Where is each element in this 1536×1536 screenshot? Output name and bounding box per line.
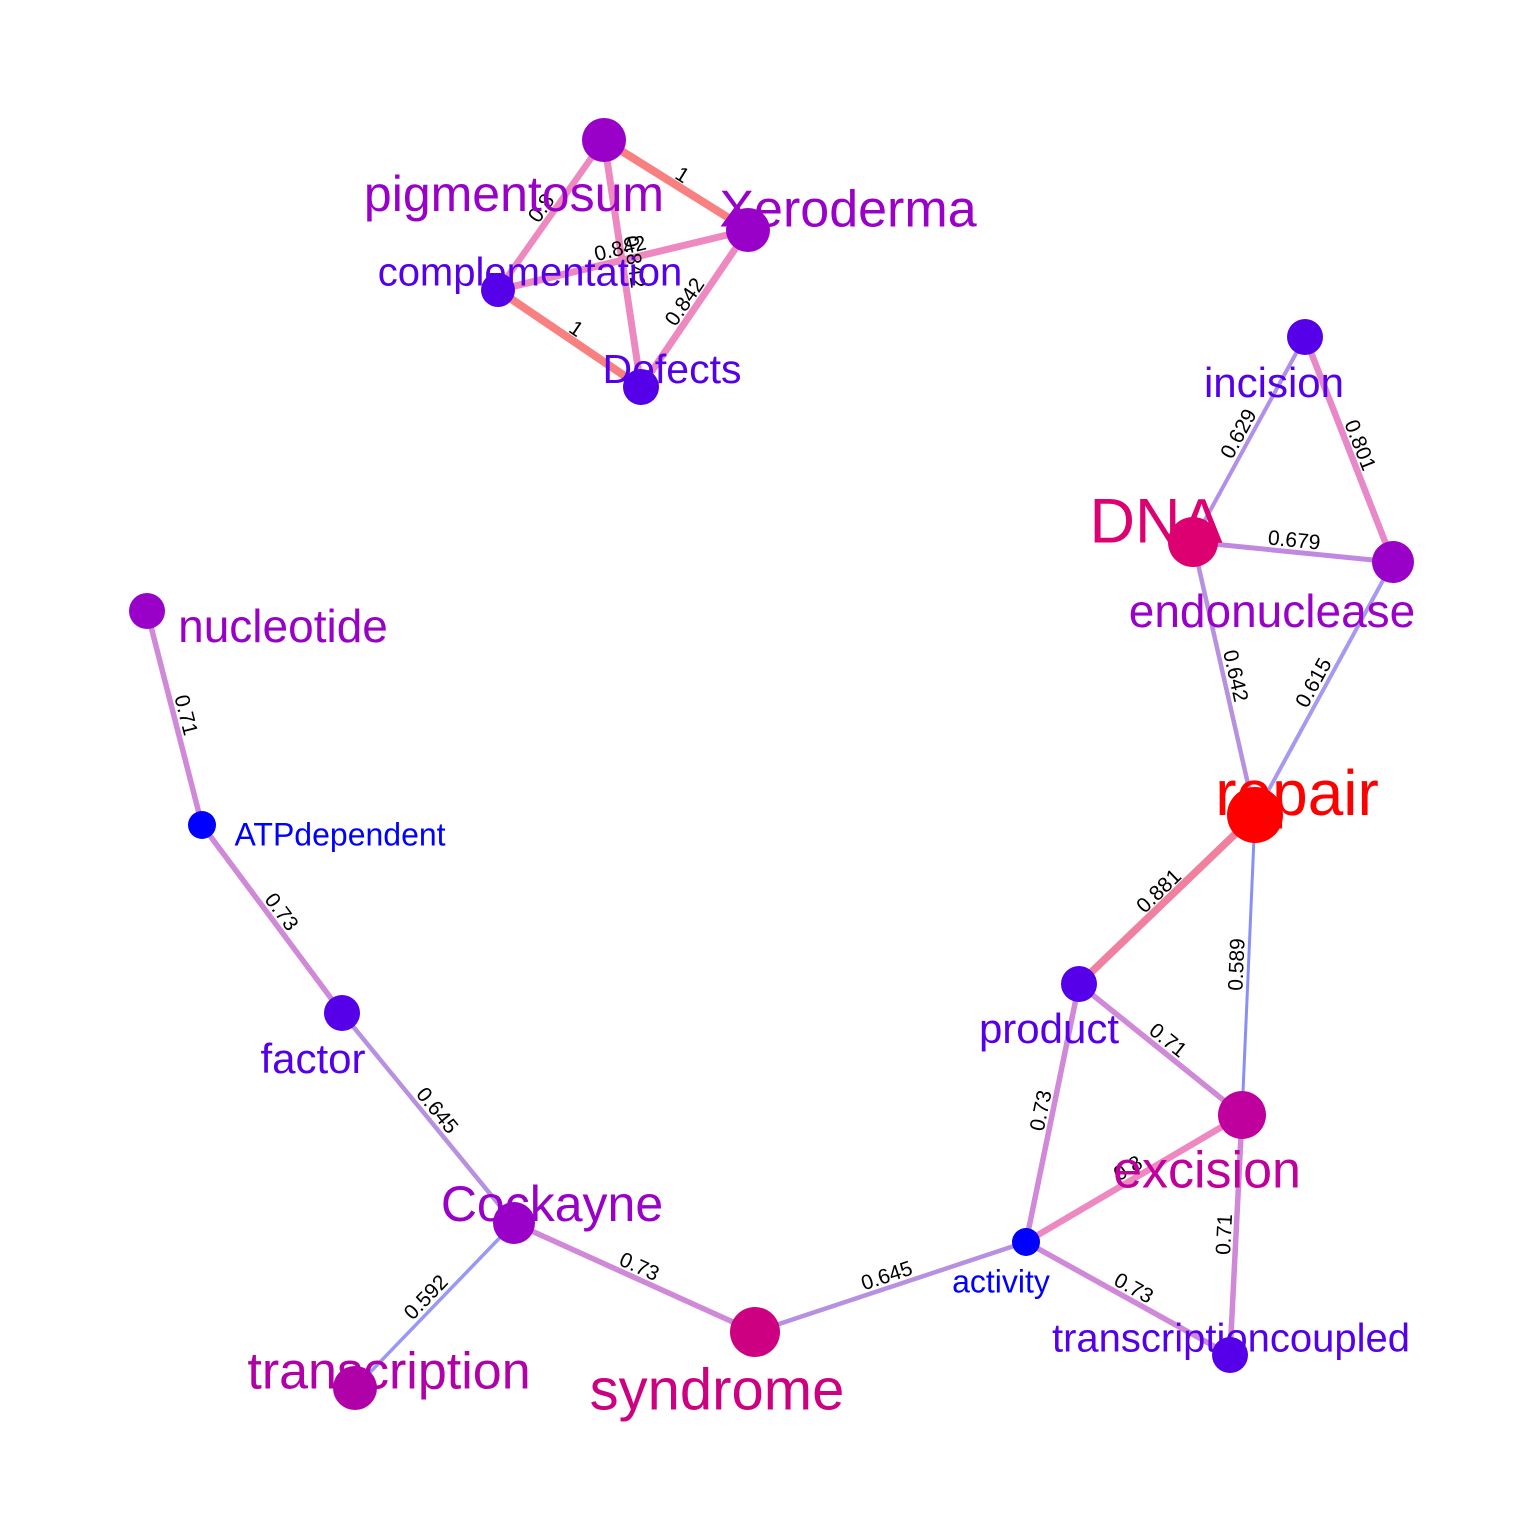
edge-weight-label: 0.679 [1267,527,1322,555]
node-label-nucleotide: nucleotide [178,600,388,652]
node-xeroderma [726,208,770,252]
edge-product-activity [1023,983,1082,1243]
node-label-factor: factor [260,1035,365,1082]
node-activity [1012,1228,1040,1256]
edge-incision-dna [1191,336,1307,543]
edge-nucleotide-atpdependent [144,610,205,826]
node-repair [1227,787,1283,843]
edge-pigmentosum-xeroderma [601,136,751,234]
edge-dna-repair [1190,541,1258,816]
node-product [1061,966,1097,1002]
node-label-pigmentosum: pigmentosum [364,166,664,222]
node-cockayne [493,1202,535,1244]
edge-dna-endonuclease [1192,539,1394,565]
node-transcriptioncoupled [1212,1337,1248,1373]
node-pigmentosum [582,118,626,162]
nodes-layer [129,118,1414,1410]
edge-incision-endonuclease [1301,335,1397,564]
edge-cockayne-syndrome [512,1220,757,1335]
node-label-complementation: complementation [378,251,683,295]
node-excision [1218,1091,1266,1139]
node-atpdependent [188,811,216,839]
edge-syndrome-activity [754,1239,1027,1335]
node-label-xeroderma: Xeroderma [719,181,976,239]
edge-repair-excision [1240,814,1257,1116]
edge-excision-transcriptioncoupled [1227,1114,1245,1356]
edge-xeroderma-defects [638,228,751,389]
node-label-repair: repair [1215,757,1379,829]
edge-cockayne-transcription [353,1221,516,1390]
edge-weight-label: 0.589 [1224,938,1249,992]
edge-pigmentosum-complementation [495,138,607,292]
node-defects [623,369,659,405]
node-label-transcriptioncoupled: transcriptioncoupled [1052,1317,1410,1361]
node-label-endonuclease: endonuclease [1129,585,1415,637]
node-nucleotide [129,593,165,629]
edge-weight-label: 0.629 [1216,405,1261,462]
edge-product-excision [1077,981,1244,1118]
edge-weight-label: 0.615 [1291,654,1336,711]
edge-weight-label: 0.71 [1212,1213,1237,1255]
node-label-incision: incision [1204,359,1344,406]
node-complementation [481,273,515,307]
node-label-product: product [979,1005,1119,1052]
node-label-defects: Defects [603,346,742,392]
node-dna [1168,517,1218,567]
edge-endonuclease-repair [1253,561,1395,816]
edge-atpdependent-factor [199,823,345,1015]
node-label-dna: DNA [1089,487,1222,557]
edge-complementation-defects [495,286,644,391]
node-label-excision: excision [1113,1142,1301,1200]
edge-activity-transcriptioncoupled [1024,1239,1232,1358]
node-label-activity: activity [952,1263,1050,1299]
node-label-cockayne: Cockayne [441,1176,663,1232]
edge-activity-excision [1024,1112,1244,1245]
edge-xeroderma-complementation [497,226,749,294]
node-syndrome [730,1307,780,1357]
node-labels-layer: pigmentosum Xeroderma complementationDefec… [178,166,1415,1422]
node-factor [324,995,360,1031]
node-endonuclease [1372,541,1414,583]
node-label-syndrome: syndrome [590,1357,845,1422]
node-label-transcription: transcription [247,1343,530,1401]
edges-layer [144,136,1397,1390]
edge-weight-label: 0.71 [169,692,201,737]
node-label-atpdependent: ATPdependent [234,816,445,852]
edge-factor-cockayne [340,1011,516,1225]
node-incision [1287,319,1323,355]
node-transcription [333,1366,377,1410]
edge-repair-product [1076,812,1258,987]
